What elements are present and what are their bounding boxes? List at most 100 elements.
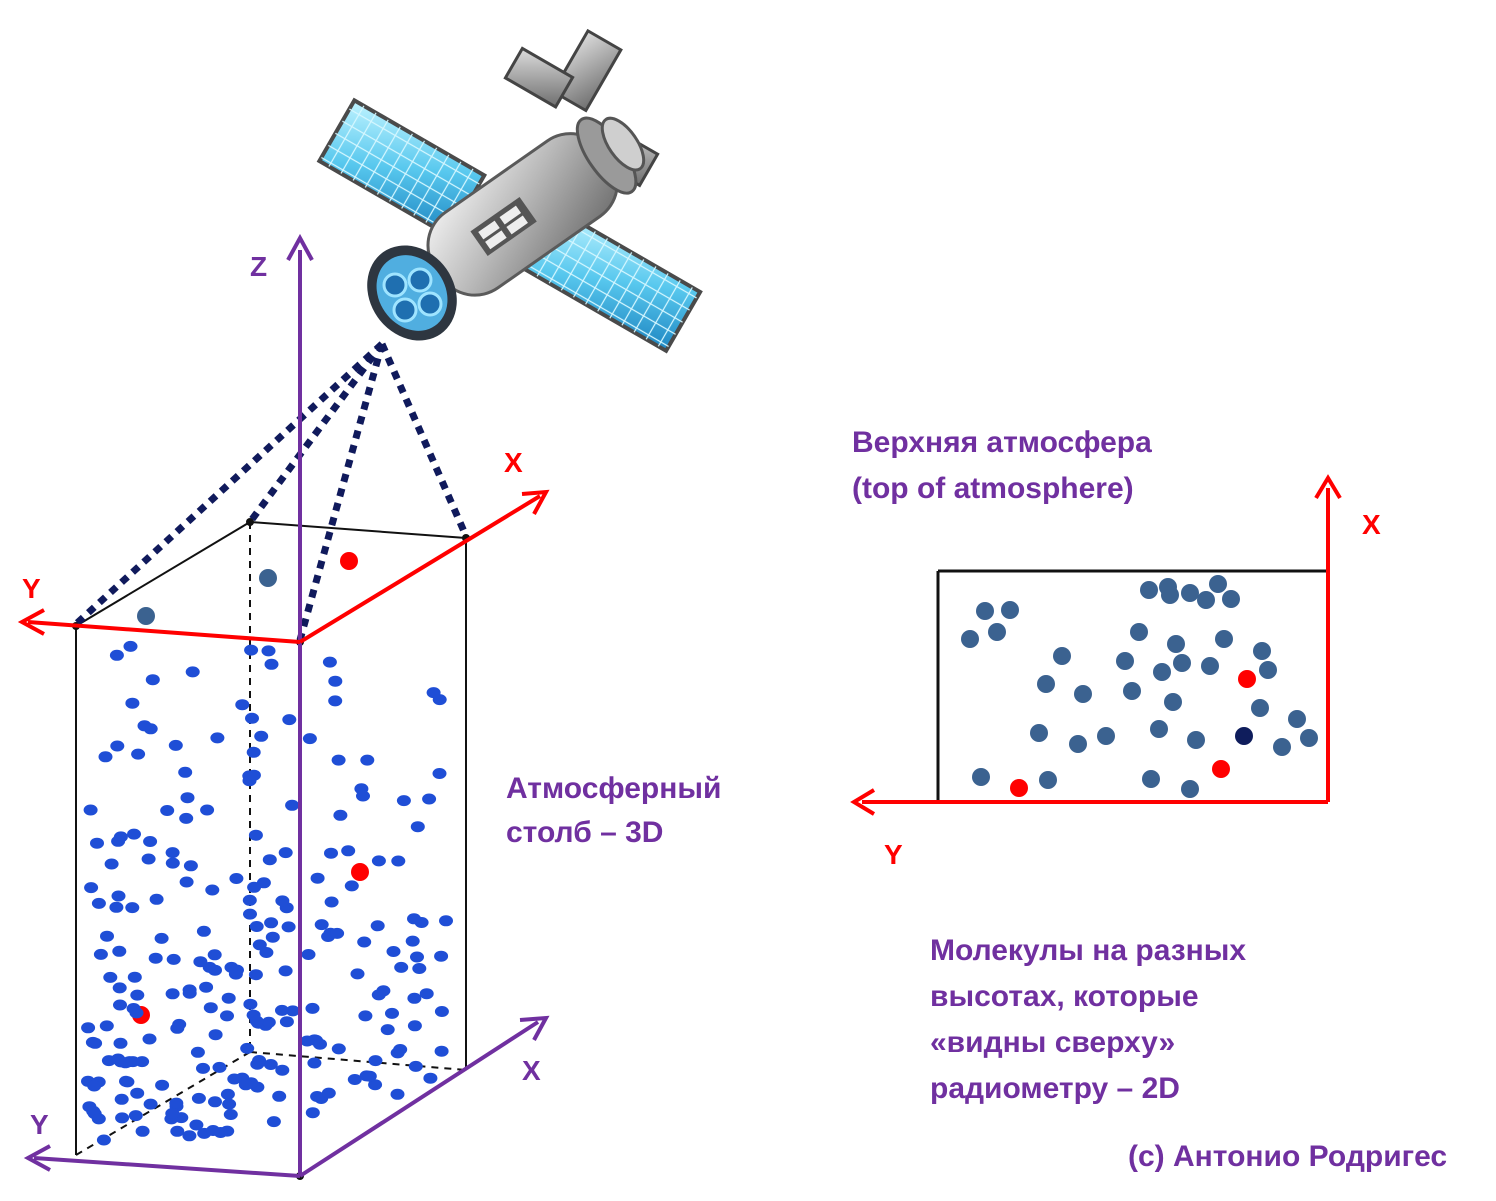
molecule-dot [1251, 699, 1269, 717]
molecule-dot [310, 872, 325, 884]
molecule-dot [1201, 657, 1219, 675]
molecule-dot [1215, 630, 1233, 648]
molecule-dot [142, 1033, 157, 1045]
molecules-caption-line4: радиометру – 2D [930, 1072, 1180, 1105]
molecule-dot [148, 952, 163, 964]
molecule-dot [264, 917, 279, 929]
molecule-dot [412, 963, 427, 974]
molecule-dot [380, 1024, 395, 1036]
molecule-dot [322, 656, 337, 668]
molecule-dot [331, 754, 346, 766]
y-axis-label-2d: Y [884, 839, 903, 870]
molecule-dot [1097, 727, 1115, 745]
molecule-dot [279, 1016, 294, 1028]
molecule-dot [419, 988, 434, 1000]
molecule-dot [179, 812, 194, 824]
molecule-dot [393, 1044, 408, 1055]
molecules-caption-line1: Молекулы на разных [930, 934, 1246, 967]
molecule-dot [196, 1062, 210, 1074]
molecule-dot [313, 1038, 327, 1050]
molecule-dot [93, 948, 108, 960]
molecule-dot [385, 1007, 399, 1019]
molecule-dot [370, 920, 385, 932]
molecule-dot [344, 880, 359, 892]
molecule-dot [131, 748, 146, 760]
molecule-dot [410, 951, 424, 963]
molecule-dot [362, 1070, 377, 1082]
molecule-dot [1273, 738, 1291, 756]
molecule-dot [196, 925, 211, 937]
molecule-dot [206, 1125, 221, 1136]
molecule-dot [314, 919, 329, 931]
molecule-dot [328, 675, 343, 687]
molecule-dot [1123, 682, 1141, 700]
molecule-dot [341, 845, 356, 857]
molecule-dot-red [1010, 779, 1028, 797]
molecule-dot [115, 1112, 130, 1124]
molecule-dot [81, 1022, 96, 1034]
molecule-dot [358, 1010, 373, 1022]
molecule-dot [285, 799, 300, 811]
molecule-dot [127, 971, 142, 983]
molecule-dot [203, 1002, 218, 1014]
molecule-dot [302, 733, 317, 745]
molecule-dot [391, 855, 406, 867]
molecule-dot [137, 720, 152, 732]
molecule-dot [242, 894, 257, 906]
molecule-dot [1140, 581, 1158, 599]
molecule-dot-red [351, 863, 369, 881]
field-of-view-beams [73, 341, 470, 641]
z-axis-label: Z [250, 251, 267, 282]
molecule-dot [333, 809, 348, 821]
molecule-dot [386, 946, 401, 957]
molecule-dot [96, 1134, 111, 1146]
molecule-dot [278, 847, 293, 859]
molecule-dot [135, 1056, 150, 1068]
molecule-dot [1300, 729, 1318, 747]
molecule-dot [155, 1079, 170, 1091]
molecule-dot [263, 1059, 278, 1070]
molecule-dot [1069, 735, 1087, 753]
molecule-dot [261, 1016, 276, 1028]
molecule-dot [266, 1116, 281, 1128]
molecule-dot [275, 895, 290, 907]
molecule-dot [1161, 586, 1179, 604]
molecule-dot [275, 1064, 290, 1076]
top-x-axis-label: X [504, 447, 523, 478]
molecules-caption-line2: высотах, которые [930, 980, 1199, 1013]
molecule-dot [249, 1015, 264, 1027]
molecule-dot [84, 882, 99, 894]
molecule-dot [371, 855, 386, 867]
molecule-dot [227, 1073, 242, 1085]
molecule-dot [272, 1090, 287, 1102]
molecule-dot [83, 804, 98, 816]
molecule-dot [390, 1088, 405, 1100]
molecule-dot [439, 915, 453, 927]
molecule-dot [110, 740, 125, 752]
molecule-dot [165, 847, 180, 859]
molecule-dot [189, 1119, 204, 1131]
molecule-dot [1164, 693, 1182, 711]
column-caption-line2: столб – 3D [506, 816, 663, 849]
molecule-dot [208, 964, 222, 976]
molecule-dot [165, 1108, 180, 1119]
molecule-dot [434, 1006, 449, 1017]
molecule-dot [243, 998, 258, 1010]
molecule-dot [330, 927, 345, 939]
toa-caption-line1: Верхняя атмосфера [852, 426, 1152, 459]
molecule-dot [99, 1020, 114, 1032]
molecule-dot [1173, 654, 1191, 672]
molecule-dot [1187, 731, 1205, 749]
molecule-dot [249, 921, 264, 932]
molecule-dot [434, 1045, 449, 1057]
top-view-molecules [961, 575, 1318, 798]
molecule-dot [1288, 710, 1306, 728]
molecule-dot [972, 768, 990, 786]
molecule-dot [90, 837, 104, 849]
molecule-dot [261, 645, 276, 657]
molecule-dot [114, 1093, 129, 1105]
molecule-dot [109, 901, 124, 913]
molecule-dot [143, 1098, 158, 1110]
molecule-dot [160, 805, 175, 816]
